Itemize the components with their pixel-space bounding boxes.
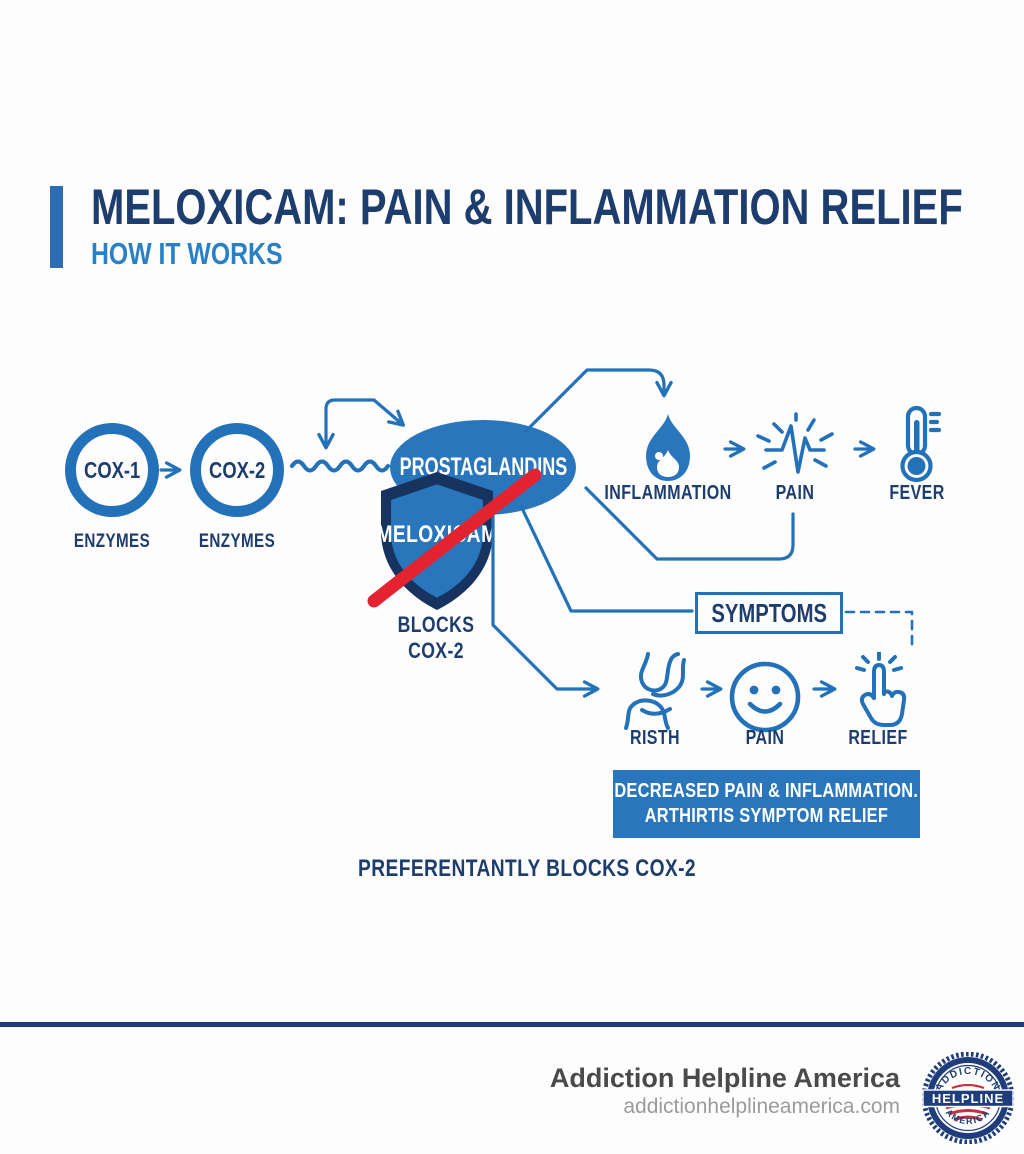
cox1-caption: ENZYMES [73, 531, 151, 552]
dashed-symptoms-line [844, 610, 914, 646]
footer-brand: Addiction Helpline America [549, 1063, 900, 1093]
footer-text-block: Addiction Helpline America addictionhelp… [550, 1062, 900, 1120]
flame-icon [646, 414, 690, 481]
shield-label: MELOXICAM [376, 521, 498, 548]
effect-label-fever: FEVER [889, 482, 945, 504]
relief-label-risth: RISTH [630, 727, 680, 749]
relief-label-pain: PAIN [745, 727, 785, 749]
thermometer-icon [900, 405, 942, 483]
pain-burst-icon [756, 412, 834, 474]
result-line2: ARTHIRTIS SYMPTOM RELIEF [644, 805, 889, 827]
title-accent-bar [50, 186, 63, 268]
loop-arrow [317, 398, 406, 450]
cox2-circle: COX-2 [190, 423, 284, 517]
cox1-circle: COX-1 [65, 423, 159, 517]
cox2-label: COX-2 [208, 456, 266, 483]
result-line1: DECREASED PAIN & INFLAMMATION. [614, 780, 919, 802]
result-box: DECREASED PAIN & INFLAMMATION. ARTHIRTIS… [613, 770, 920, 838]
footnote: PREFERENTANTLY BLOCKS COX-2 [358, 855, 696, 882]
cox1-label: COX-1 [83, 456, 141, 483]
line-shield-to-relief-flow [491, 514, 600, 698]
footer-website: addictionhelplineamerica.com [623, 1095, 900, 1119]
badge-text-middle: HELPLINE [932, 1091, 1004, 1106]
symptoms-box-label: SYMPTOMS [711, 597, 827, 628]
smiley-face-icon [729, 661, 801, 733]
page-subtitle: HOW IT WORKS [91, 236, 283, 271]
badge-logo: ADDICTION AMERICA HELPLINE [922, 1052, 1014, 1144]
symptoms-box: SYMPTOMS [695, 592, 843, 634]
line-ellipse-to-symptoms [519, 504, 694, 613]
page-title: MELOXICAM: PAIN & INFLAMMATION RELIEF [91, 179, 963, 235]
joint-icon [624, 652, 686, 730]
hand-click-icon [855, 652, 907, 727]
blocks-label-line1: BLOCKS [397, 612, 475, 637]
blocks-label-line2: COX-2 [408, 638, 464, 663]
cox2-caption: ENZYMES [198, 531, 276, 552]
effect-label-pain: PAIN [775, 482, 815, 504]
relief-label-relief: RELIEF [848, 727, 908, 749]
effect-label-inflammation: INFLAMMATION [604, 482, 732, 504]
footer-divider [0, 1022, 1024, 1027]
